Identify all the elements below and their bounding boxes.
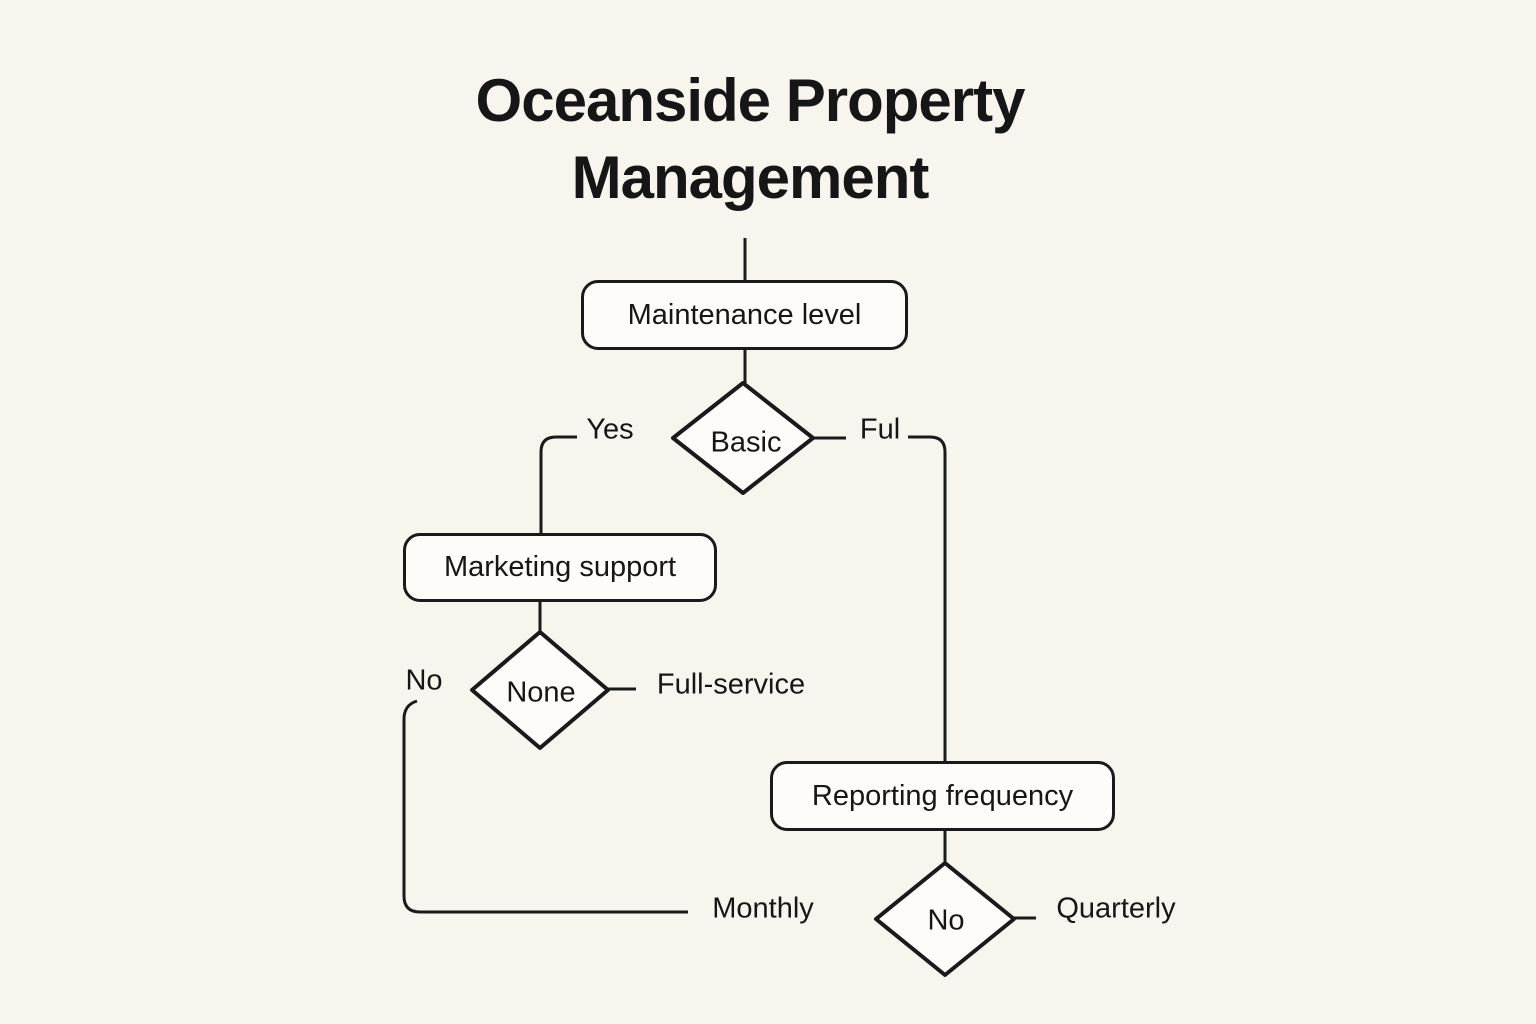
edge-no-to-monthly <box>402 699 688 914</box>
edge-ful-to-reporting <box>908 435 947 761</box>
node-marketing-support-label: Marketing support <box>443 551 677 583</box>
page-title-line2: Management <box>571 144 930 211</box>
page-title-line1: Oceanside Property <box>475 67 1026 134</box>
node-maintenance-level-label: Maintenance level <box>627 298 862 331</box>
edge-yes-to-marketing <box>539 435 577 533</box>
branch-label-full-service: Full-service <box>656 668 806 701</box>
node-reporting-frequency-label: Reporting frequency <box>811 779 1074 812</box>
branch-label-quarterly: Quarterly <box>1056 892 1176 925</box>
decision-diamond-none <box>470 630 610 750</box>
decision-no-label: No <box>927 904 965 937</box>
page-title: Oceanside Property Management <box>0 62 1500 216</box>
node-marketing-support: Marketing support <box>403 533 717 602</box>
node-reporting-frequency: Reporting frequency <box>770 761 1115 831</box>
branch-label-ful: Ful <box>859 413 901 446</box>
branch-label-no: No <box>405 664 443 697</box>
decision-basic-label: Basic <box>710 426 782 459</box>
decision-diamond-no <box>874 861 1016 977</box>
branch-label-monthly: Monthly <box>712 892 814 925</box>
decision-diamond-basic <box>671 381 815 495</box>
branch-label-yes: Yes <box>586 413 634 446</box>
decision-none-label: None <box>506 676 576 709</box>
node-maintenance-level: Maintenance level <box>581 280 908 350</box>
